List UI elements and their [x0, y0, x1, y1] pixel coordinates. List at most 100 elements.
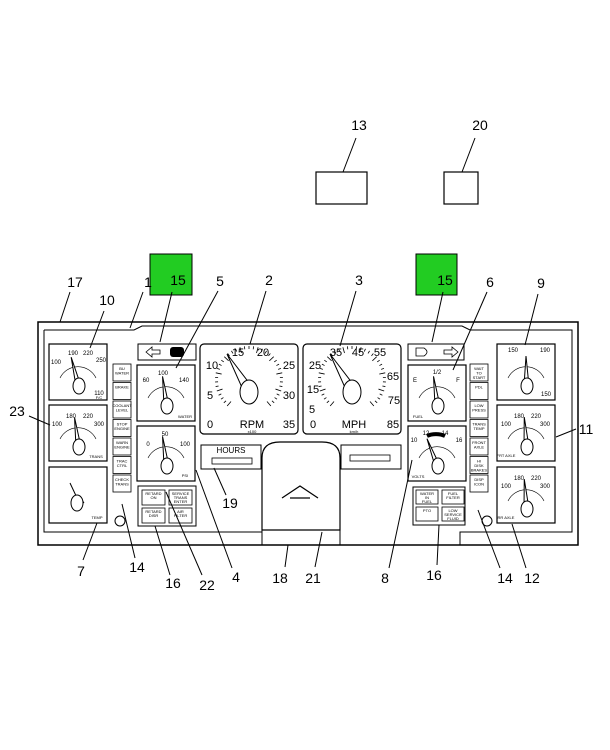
callout-number: 5 — [216, 273, 224, 289]
volts-gauge-label: VOLTS — [412, 474, 425, 479]
water-gauge-tick-label: 100 — [158, 371, 169, 377]
fuel-gauge-tick-label: 1/2 — [433, 370, 442, 376]
callout-number: 22 — [199, 577, 215, 593]
callout-number: 18 — [272, 570, 288, 586]
speedo-tick-label: 5 — [309, 404, 315, 416]
empty-label-box-20 — [444, 172, 478, 204]
top-left-gauge-tick-label: 250 — [96, 358, 107, 364]
speedo-tick-label: 45 — [352, 347, 364, 359]
oil-gauge-tick-label: 100 — [180, 442, 191, 448]
right-mid-gauge-hub — [521, 439, 533, 455]
indicator-lamp-label: BRAKE — [115, 385, 129, 390]
speedo-hub — [343, 380, 361, 404]
indicator-lamp-label: TRANS — [115, 482, 129, 487]
right-bot-gauge-tick-label: 100 — [501, 484, 512, 490]
mid-left-gauge-tick-label: 300 — [94, 422, 105, 428]
indicator-lamp-label: LEVEL — [116, 408, 129, 413]
top-left-gauge-tick-label: 190 — [68, 351, 79, 357]
volts-gauge-tick-label: 16 — [456, 438, 463, 444]
indicator-lamp-label: ENGINE — [114, 426, 130, 431]
indicator-lamp-label: ICON — [474, 482, 484, 487]
hours-label: HOURS — [217, 446, 246, 455]
right-bot-gauge-tick-label: 180 — [514, 476, 525, 482]
indicator-lamp-label: PRESS — [472, 408, 486, 413]
right-mid-gauge-label: FRT AXLE — [497, 453, 516, 458]
callout-number: 15 — [437, 272, 453, 288]
top-left-gauge-label: F/C — [96, 395, 103, 400]
water-gauge-tick-label: 140 — [179, 378, 190, 384]
speedo-tick-label: 55 — [374, 347, 386, 359]
volts-gauge-tick-label: 10 — [411, 438, 418, 444]
temp-gauge-label: TEMP — [91, 515, 102, 520]
empty-label-box-13 — [316, 172, 367, 204]
mid-left-gauge-label: TRANS — [89, 454, 103, 459]
tach-hub — [240, 380, 258, 404]
tach-tick-label: 10 — [206, 360, 218, 372]
callout-leader-line — [60, 292, 70, 322]
indicator-lamp-label: BRAKES — [471, 468, 488, 473]
switch-button-label: FUEL — [422, 499, 433, 504]
mid-left-gauge-hub — [73, 439, 85, 455]
top-right-gauge-tick-label: 150 — [508, 348, 519, 354]
callout-number: 16 — [165, 575, 181, 591]
speedo-tick-label: 85 — [387, 419, 399, 431]
callout-number: 15 — [170, 272, 186, 288]
callout-number: 1 — [144, 274, 152, 290]
callout-number: 13 — [351, 117, 367, 133]
callout-number: 17 — [67, 274, 83, 290]
top-left-gauge-tick-label: 220 — [83, 351, 94, 357]
callout-number: 14 — [129, 559, 145, 575]
callout-number: 20 — [472, 117, 488, 133]
top-left-gauge-tick-label: 100 — [51, 360, 62, 366]
tach-tick-label: 15 — [232, 347, 244, 359]
callout-number: 6 — [486, 274, 494, 290]
speedo-tick-label: 65 — [387, 371, 399, 383]
right-mid-gauge-tick-label: 180 — [514, 414, 525, 420]
switch-button-label: DISR — [149, 513, 159, 518]
indicator-lamp-label: PDL — [475, 385, 484, 390]
tach-tick-label: 25 — [283, 360, 295, 372]
right-mid-gauge-tick-label: 300 — [540, 422, 551, 428]
indicator-lamp-label: WATER — [115, 371, 129, 376]
speedo-tick-label: 0 — [310, 419, 316, 431]
right-mid-gauge-tick-label: 100 — [501, 422, 512, 428]
tach-tick-label: 20 — [257, 347, 269, 359]
mid-left-gauge-tick-label: 100 — [52, 422, 63, 428]
speedo-sub-label: km/h — [350, 429, 359, 434]
right-bot-gauge-tick-label: 220 — [531, 476, 542, 482]
callout-number: 19 — [222, 495, 238, 511]
tach-tick-label: 30 — [283, 390, 295, 402]
top-right-gauge-tick-label: 190 — [540, 348, 551, 354]
indicator-lamp-label: AXLE — [474, 445, 485, 450]
temp-gauge-hub — [71, 495, 83, 511]
right-bot-gauge-hub — [521, 501, 533, 517]
lowbeam-icon — [170, 347, 184, 357]
water-gauge-hub — [161, 398, 173, 414]
speedo-tick-label: 15 — [307, 384, 319, 396]
callout-number: 3 — [355, 272, 363, 288]
indicator-lamp-label: CTRL — [117, 463, 128, 468]
right-bot-gauge-label: RR AXLE — [498, 515, 515, 520]
callout-number: 14 — [497, 570, 513, 586]
speedo-tick-label: 25 — [309, 360, 321, 372]
callout-number: 21 — [305, 570, 321, 586]
callout-leader-line — [343, 138, 356, 172]
indicator-lamp-label: ENGINE — [114, 445, 130, 450]
switch-button-label: FLUID — [447, 516, 459, 521]
callout-number: 4 — [232, 569, 240, 585]
callout-leader-line — [462, 138, 475, 172]
right-mid-gauge-tick-label: 220 — [531, 414, 542, 420]
switch-button-label: PTO — [423, 508, 431, 513]
callout-number: 11 — [579, 421, 594, 437]
left-indicator-column: BUWATERBRAKECOOLANTLEVELSTOPENGINEWARNEN… — [112, 364, 132, 492]
right-indicator-column: WAITTOSTARTPDLLOWPRESSTRANSTEMPFRONTAXLE… — [470, 364, 488, 492]
top-right-gauge-tick-label: 150 — [541, 392, 552, 398]
fuel-gauge-label: FUEL — [413, 414, 424, 419]
fuel-gauge-hub — [432, 398, 444, 414]
tach-tick-label: 35 — [283, 419, 295, 431]
callout-number: 16 — [426, 567, 442, 583]
top-left-gauge-hub — [73, 378, 85, 394]
fuel-gauge-tick-label: E — [413, 378, 417, 384]
